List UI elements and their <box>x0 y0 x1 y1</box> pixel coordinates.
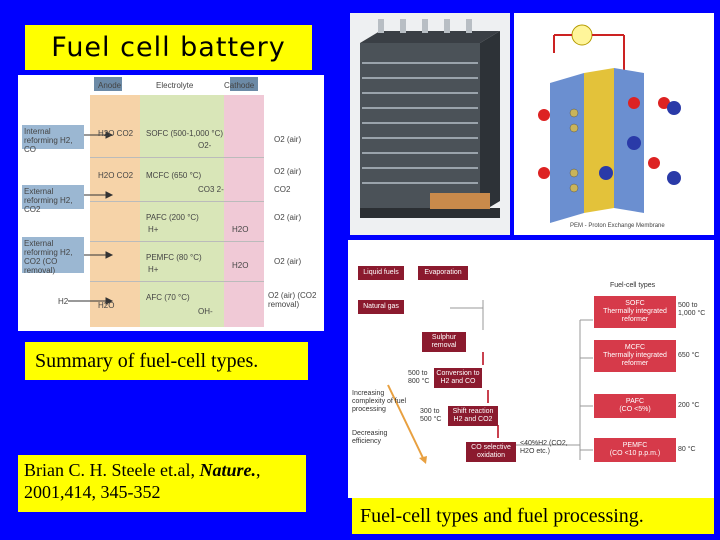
anode-label: Anode <box>98 81 122 90</box>
type-name: MCFC <box>624 344 646 351</box>
row-cathode-in: O2 (air) <box>274 213 302 222</box>
row-type: SOFC (500-1,000 °C) <box>146 129 224 138</box>
temp-conversion: 500 to 800 °C <box>408 370 430 385</box>
type-sofc: SOFC Thermally integrated reformer <box>594 296 676 328</box>
type-pemfc: PEMFC (CO <10 p.p.m.) <box>594 438 676 462</box>
row-cathode-out: H2O <box>232 261 249 270</box>
citation-comma: , <box>255 460 261 480</box>
type-name: PAFC <box>625 398 645 405</box>
fuel-cell-types-figure: Anode Electrolyte Cathode Internal refor… <box>18 75 324 331</box>
stack-illustration <box>350 13 510 235</box>
row-cathode-out: H2O <box>232 225 249 234</box>
left-label-internal: Internal reforming H2, CO <box>24 127 73 154</box>
left-label-h2: H2 <box>58 297 69 306</box>
left-label-external: External reforming H2, CO2 <box>24 187 73 214</box>
row-anode: H2O <box>98 301 115 310</box>
temp-mcfc: 650 °C <box>678 352 700 359</box>
fuel-cell-stack-photo <box>350 13 510 235</box>
row-ion: OH- <box>198 307 213 316</box>
fuel-cell-types-heading: Fuel-cell types <box>610 282 656 289</box>
row-ion: H+ <box>148 225 159 234</box>
type-detail: Thermally integrated reformer <box>603 352 667 367</box>
temp-sofc: 500 to 1,000 °C <box>678 302 706 317</box>
fuel-cell-types-diagram <box>22 77 264 327</box>
caption-fuel-cell-types: Summary of fuel-cell types. <box>25 342 308 380</box>
citation-authors: Brian C. H. Steele et.al, <box>24 460 200 480</box>
citation-journal: Nature. <box>199 460 256 480</box>
row-type: AFC (70 °C) <box>146 293 190 302</box>
pem-fuel-cell-diagram: PEM - Proton Exchange Membrane <box>514 13 714 235</box>
slide-title: Fuel cell battery <box>25 25 312 70</box>
step-shift-reaction: Shift reaction H2 and CO2 <box>448 406 498 426</box>
step-conversion: Conversion to H2 and CO <box>434 368 482 388</box>
row-ion: H+ <box>148 265 159 274</box>
electrolyte-label: Electrolyte <box>156 81 194 90</box>
cathode-label: Cathode <box>224 81 255 90</box>
row-cathode-in: O2 (air) <box>274 167 302 176</box>
type-pafc: PAFC (CO <5%) <box>594 394 676 418</box>
citation-volume: 2001,414, 345-352 <box>24 482 161 502</box>
caption-fuel-processing: Fuel-cell types and fuel processing. <box>352 498 714 534</box>
step-co-oxidation: CO selective oxidation <box>466 442 516 462</box>
row-type: PAFC (200 °C) <box>146 213 199 222</box>
temp-pemfc: 80 °C <box>678 446 696 453</box>
row-cathode-in: O2 (air) (CO2 removal) <box>268 291 317 309</box>
step-sulphur-removal: Sulphur removal <box>422 332 466 352</box>
row-anode: H2O CO2 <box>98 129 134 138</box>
co-note: <40%H2 (CO2, H2O etc.) <box>520 440 568 455</box>
temp-pafc: 200 °C <box>678 402 700 409</box>
row-type: PEMFC (80 °C) <box>146 253 202 262</box>
type-detail: (CO <5%) <box>619 406 651 413</box>
row-type: MCFC (650 °C) <box>146 171 202 180</box>
input-natural-gas: Natural gas <box>358 300 404 314</box>
pem-illustration <box>514 13 714 235</box>
type-name: PEMFC <box>622 442 648 449</box>
type-detail: (CO <10 p.p.m.) <box>609 450 661 457</box>
input-liquid-fuels: Liquid fuels <box>358 266 404 280</box>
type-detail: Thermally integrated reformer <box>603 308 667 323</box>
row-anode: H2O CO2 <box>98 171 134 180</box>
evaporation-box: Evaporation <box>418 266 468 280</box>
row-cathode-out: CO2 <box>274 185 291 194</box>
row-ion: O2- <box>198 141 212 150</box>
type-mcfc: MCFC Thermally integrated reformer <box>594 340 676 372</box>
row-ion: CO3 2- <box>198 185 224 194</box>
row-cathode-in: O2 (air) <box>274 135 302 144</box>
fuel-processing-figure: Liquid fuels Evaporation Natural gas Sul… <box>348 240 714 498</box>
left-label-external-co: External reforming H2, CO2 (CO removal) <box>24 239 73 275</box>
temp-shift: 300 to 500 °C <box>420 408 442 423</box>
type-name: SOFC <box>625 300 645 307</box>
side-note-efficiency: Decreasing efficiency <box>352 430 388 445</box>
side-note-complexity: Increasing complexity of fuel processing <box>352 390 407 413</box>
row-cathode-in: O2 (air) <box>274 257 302 266</box>
pem-footer: PEM - Proton Exchange Membrane <box>570 223 665 229</box>
processing-arrows <box>387 300 593 464</box>
citation: Brian C. H. Steele et.al, Nature., 2001,… <box>18 455 306 512</box>
